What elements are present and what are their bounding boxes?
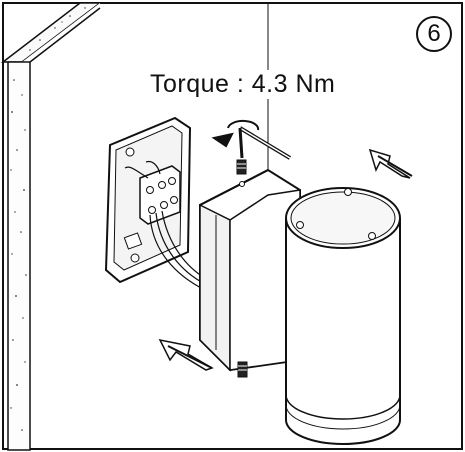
set-screw-icon [236,159,247,175]
torque-label: Torque : 4.3 Nm [148,70,338,99]
set-screw-bottom-icon [237,361,248,378]
terminal-block-icon [139,165,181,225]
lamp-icon [199,168,401,445]
push-arrow-left-icon [158,338,214,371]
wall-icon [0,2,103,451]
push-arrow-right-icon [368,148,413,179]
rotation-arrow-icon [211,119,260,148]
step-number-badge: 6 [416,16,452,52]
hex-key-icon [238,126,292,160]
